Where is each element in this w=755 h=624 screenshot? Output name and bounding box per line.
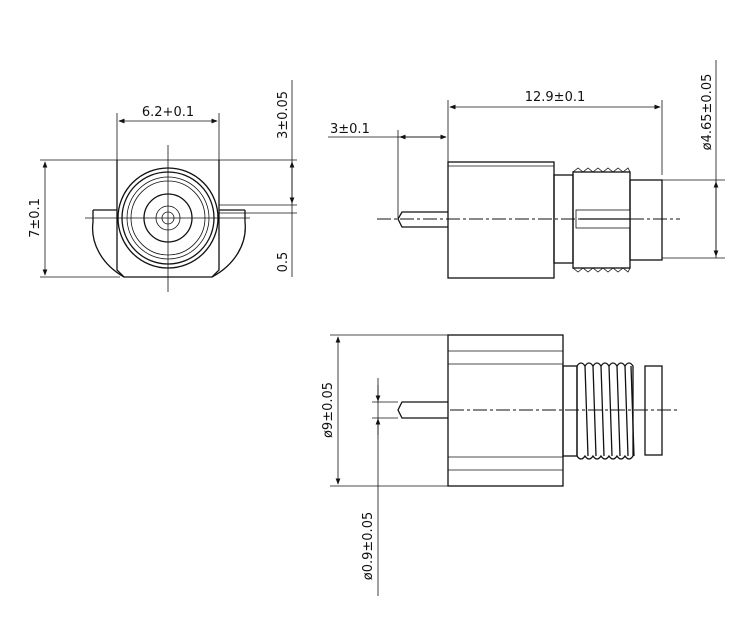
pin-diameter-dimension: ø0.9±0.05 bbox=[361, 512, 376, 580]
flange-dimension: 0.5 bbox=[276, 252, 291, 273]
body-diameter-dimension: ø9±0.05 bbox=[321, 382, 336, 438]
offset-dimension: 3±0.05 bbox=[276, 91, 291, 139]
width-dimension: 6.2+0.1 bbox=[142, 105, 194, 120]
height-dimension: 7±0.1 bbox=[28, 198, 43, 238]
length-dimension: 12.9±0.1 bbox=[525, 90, 586, 105]
pin-length-dimension: 3±0.1 bbox=[330, 122, 370, 137]
nut-diameter-dimension: ø4.65±0.05 bbox=[700, 74, 715, 151]
top-view: ø9±0.05 ø0.9±0.05 bbox=[321, 334, 680, 596]
thread bbox=[576, 362, 635, 460]
side-view: 12.9±0.1 3±0.1 ø4.65±0.05 bbox=[328, 60, 725, 279]
front-view: 6.2+0.1 7±0.1 3±0.05 0.5 bbox=[28, 80, 297, 292]
